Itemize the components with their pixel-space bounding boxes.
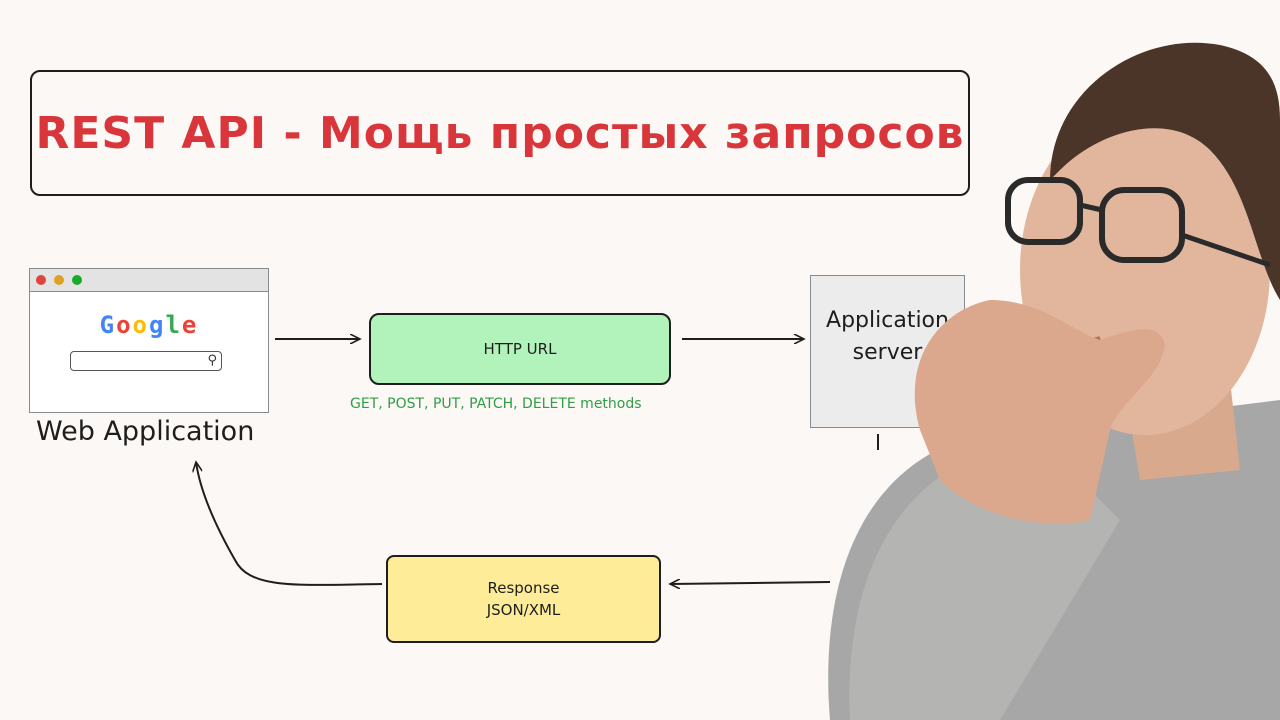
response-label-line2: JSON/XML	[486, 601, 561, 619]
title-box: REST API - Мощь простых запросов	[30, 70, 970, 196]
response-label-line1: Response	[487, 579, 560, 597]
http-url-label: HTTP URL	[483, 340, 557, 358]
glasses-left-lens	[1005, 177, 1083, 245]
browser-titlebar	[30, 269, 268, 292]
search-icon: ⚲	[207, 353, 217, 368]
browser-window-illustration: Google ⚲	[29, 268, 269, 413]
glasses-right-lens	[1099, 187, 1185, 263]
http-methods-caption: GET, POST, PUT, PATCH, DELETE methods	[350, 396, 642, 412]
minimize-dot-icon	[54, 275, 64, 285]
server-label-line2: server	[852, 339, 923, 365]
search-bar-illustration: ⚲	[70, 351, 222, 371]
arrow-server-to-response	[670, 582, 831, 584]
hand	[914, 300, 1165, 524]
google-logo: Google	[99, 311, 199, 339]
close-dot-icon	[36, 275, 46, 285]
web-application-label: Web Application	[36, 416, 255, 447]
server-label-line1: Application	[826, 307, 949, 333]
http-url-box: HTTP URL	[369, 313, 671, 385]
arrow-response-to-webapp	[196, 462, 383, 586]
maximize-dot-icon	[72, 275, 82, 285]
hair	[1050, 42, 1280, 301]
response-box: Response JSON/XML	[386, 555, 661, 643]
title: REST API - Мощь простых запросов	[35, 107, 965, 159]
